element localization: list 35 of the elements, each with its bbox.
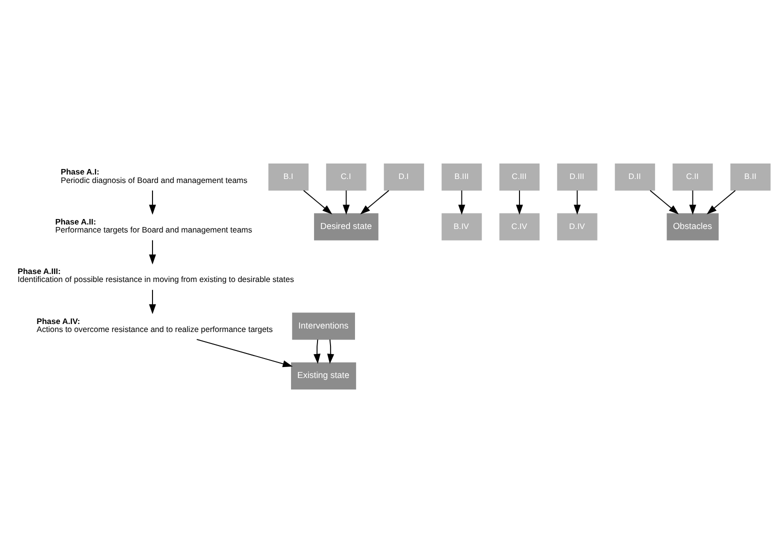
node-box: C.II [672, 163, 713, 190]
arrow [327, 338, 334, 364]
node-box: B.IV [442, 212, 482, 240]
arrow [360, 190, 390, 214]
node-text: Phase A.I: Periodic diagnosis of Board and management teams [60, 167, 248, 184]
node-box: D.I [384, 163, 424, 190]
node-box: D.III [557, 163, 598, 190]
arrow [650, 190, 679, 214]
arrow [689, 190, 696, 214]
arrow [149, 239, 156, 264]
node-box: Obstacles [666, 212, 719, 240]
node-text: Phase A.IV: Actions to overcome resistance and to realize performance targets [36, 316, 273, 334]
arrow [314, 338, 320, 364]
node-box: D.IV [557, 212, 598, 240]
arrow [458, 190, 466, 214]
arrow [342, 190, 350, 214]
node-box: Interventions [292, 312, 355, 340]
arrow [149, 190, 156, 214]
node-box: C.I [326, 163, 366, 190]
node-box: C.IV [499, 212, 540, 240]
node-box: Desired state [314, 212, 378, 240]
node-box: B.II [730, 163, 771, 190]
node-box: B.I [268, 163, 309, 190]
arrow [706, 190, 736, 214]
arrow [196, 338, 293, 367]
arrow [516, 190, 523, 214]
node-text: Phase A.II: Performance targets for Board and management teams [55, 216, 252, 234]
arrow [303, 190, 332, 214]
arrow [149, 288, 156, 314]
node-box: B.III [442, 163, 482, 190]
node-box: Existing state [291, 362, 356, 389]
node-text: Phase A.III: Identification of possible resistance in moving from existing to desirable states [18, 266, 294, 284]
node-box: D.II [614, 163, 656, 190]
arrow [574, 190, 581, 214]
node-box: C.III [499, 163, 540, 190]
